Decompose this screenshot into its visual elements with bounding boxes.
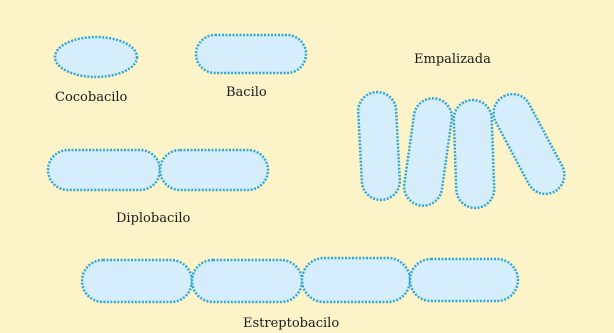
diplobacilo-group: Diplobacilo bbox=[48, 150, 268, 226]
diplobacilo-cell-2 bbox=[160, 150, 268, 190]
empalizada-cell-2 bbox=[402, 96, 455, 208]
estreptobacilo-label: Estreptobacilo bbox=[243, 316, 339, 331]
diplobacilo-cell-1 bbox=[48, 150, 160, 190]
cocobacilo-label: Cocobacilo bbox=[55, 90, 128, 105]
bacilo-group: Bacilo bbox=[196, 35, 306, 100]
bacilo-cell bbox=[196, 35, 306, 73]
estreptobacilo-cell-1 bbox=[82, 260, 192, 302]
estreptobacilo-group: Estreptobacilo bbox=[82, 258, 518, 331]
cocobacilo-group: Cocobacilo bbox=[55, 37, 137, 105]
empalizada-group: Empalizada bbox=[357, 52, 571, 209]
empalizada-cell-3 bbox=[453, 99, 495, 208]
estreptobacilo-cell-2 bbox=[192, 260, 302, 302]
bacilo-label: Bacilo bbox=[226, 85, 267, 100]
estreptobacilo-cell-4 bbox=[410, 259, 518, 301]
empalizada-label: Empalizada bbox=[414, 52, 491, 67]
cocobacilo-cell bbox=[55, 37, 137, 77]
empalizada-cell-4 bbox=[487, 87, 571, 200]
diplobacilo-label: Diplobacilo bbox=[116, 211, 191, 226]
empalizada-cell-1 bbox=[357, 91, 401, 201]
estreptobacilo-cell-3 bbox=[302, 258, 410, 302]
